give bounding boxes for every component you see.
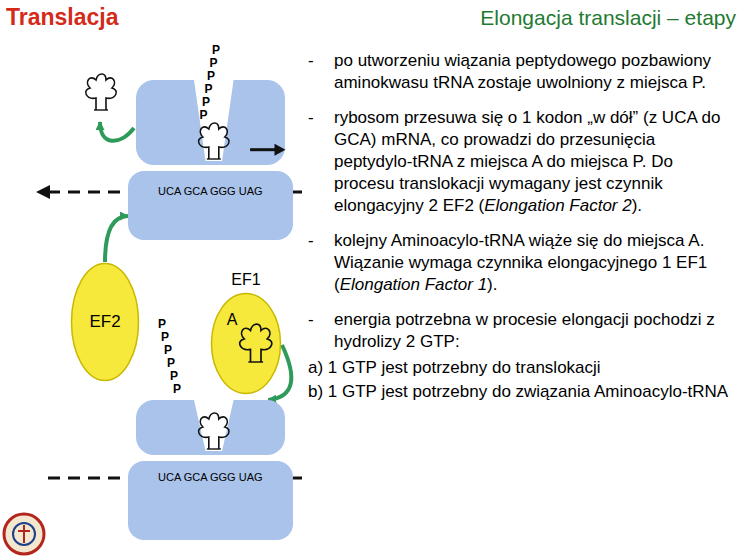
site-label: A <box>222 310 242 329</box>
codon-sequence: UCA GCA GGG UAG <box>156 470 265 484</box>
phosphate-letter: P <box>205 83 213 96</box>
codon-sequence: UCA GCA GGG UAG <box>156 184 265 198</box>
bullet-text: b) 1 GTP jest potrzebny do związania Ami… <box>308 382 728 401</box>
factor-name: EF1 <box>210 270 282 289</box>
phosphate-letter: P <box>210 57 218 70</box>
phosphate-letter: P <box>158 318 166 331</box>
elongation-factor: EF1A <box>210 270 282 395</box>
italic-term: Elongation Factor 1 <box>340 275 487 294</box>
italic-term: Elongation Factor 2 <box>484 196 631 215</box>
factor-ellipse <box>210 270 282 395</box>
bullet-row: b) 1 GTP jest potrzebny do związania Ami… <box>308 381 738 403</box>
bullet-row: a) 1 GTP jest potrzebny do translokacji <box>308 357 738 379</box>
release-arrow <box>100 122 134 141</box>
bullet-text: ). <box>632 196 642 215</box>
elongation-factor: EF2 <box>70 262 140 382</box>
bullet-text: a) 1 GTP jest potrzebny do translokacji <box>308 358 601 377</box>
phosphate-letter: P <box>161 331 169 344</box>
bullet-dash: - <box>308 50 314 72</box>
ribosome-shape <box>128 80 293 240</box>
mrna-line <box>292 191 302 194</box>
phosphate-letter: P <box>167 357 175 370</box>
university-logo <box>13 523 35 545</box>
ribosome: UCA GCA GGG UAG <box>128 400 293 540</box>
factor-name: EF2 <box>70 312 140 332</box>
phosphate-letter: P <box>170 370 178 383</box>
mrna-arrowhead <box>36 185 50 199</box>
bullet-text: energia potrzebna w procesie elongacji p… <box>334 310 715 351</box>
slide-title: Translacja <box>6 4 119 31</box>
university-logo <box>18 525 30 543</box>
text-column: -po utworzeniu wiązania peptydowego pozb… <box>308 50 738 405</box>
green-arrow <box>105 216 128 262</box>
phosphate-letter: P <box>207 70 215 83</box>
bullet-body: kolejny Aminoacylo-tRNA wiąże się do mie… <box>334 230 738 296</box>
bullet-body: energia potrzebna w procesie elongacji p… <box>334 309 738 353</box>
released-trna <box>86 74 117 110</box>
phosphate-letter: P <box>200 109 208 122</box>
slide-subtitle: Elongacja translacji – etapy <box>480 6 736 30</box>
bullet-row: -po utworzeniu wiązania peptydowego pozb… <box>308 50 738 94</box>
bullet-body: a) 1 GTP jest potrzebny do translokacji <box>308 357 738 379</box>
mrna-line <box>292 477 302 480</box>
mrna-line <box>48 191 130 194</box>
phosphate-letter: P <box>164 344 172 357</box>
bullet-dash: - <box>308 230 314 252</box>
bullet-row: -rybosom przesuwa się o 1 kodon „w dół” … <box>308 107 738 217</box>
bullet-row: -kolejny Aminoacylo-tRNA wiąże się do mi… <box>308 230 738 296</box>
phosphate-letter: P <box>212 44 220 57</box>
bullet-dash: - <box>308 107 314 129</box>
bullet-body: rybosom przesuwa się o 1 kodon „w dół” (… <box>334 107 738 217</box>
bullet-text: po utworzeniu wiązania peptydowego pozba… <box>334 51 711 92</box>
bullet-body: b) 1 GTP jest potrzebny do związania Ami… <box>308 381 738 403</box>
bullet-dash: - <box>308 309 314 331</box>
bullet-text: ). <box>487 275 497 294</box>
phosphate-letter: P <box>173 383 181 396</box>
ribosome: UCA GCA GGG UAG <box>128 80 293 240</box>
bullet-body: po utworzeniu wiązania peptydowego pozba… <box>334 50 738 94</box>
mrna-line <box>48 477 130 480</box>
university-logo <box>4 514 44 554</box>
bullet-row: -energia potrzebna w procesie elongacji … <box>308 309 738 353</box>
phosphate-letter: P <box>202 96 210 109</box>
